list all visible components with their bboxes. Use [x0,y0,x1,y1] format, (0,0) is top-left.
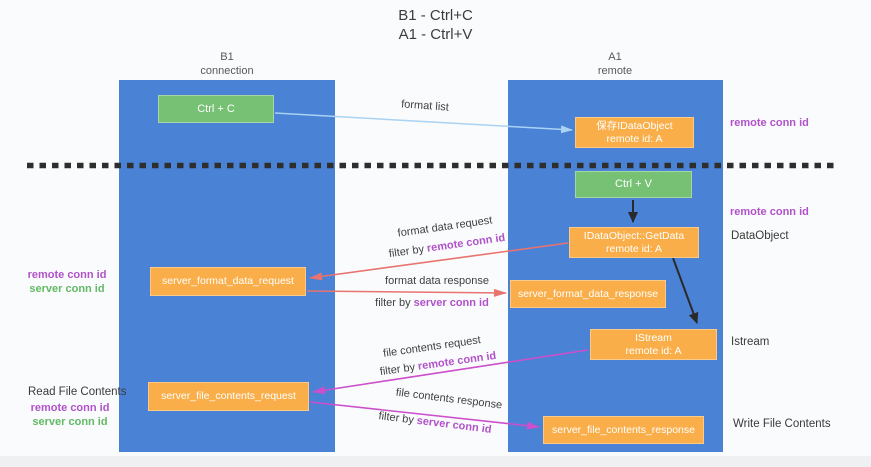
getdata-box: IDataObject::GetData remote id: A [569,227,699,258]
istream-line2: remote id: A [625,344,682,357]
arrow-file-contents-request [312,349,589,395]
column-a1-role: remote [597,65,633,77]
save-idataobject-line2: remote id: A [606,132,663,145]
arrow-file-contents-response [309,401,540,430]
right-label-remote-conn-id-2: remote conn id [730,206,809,218]
ctrl-v-label: Ctrl + V [615,178,652,190]
server-format-data-response-box: server_format_data_response [510,280,666,308]
ctrl-c-label: Ctrl + C [197,102,235,115]
column-b1-name: B1 [220,51,234,63]
left-label-remote-conn-id-2: remote conn id [30,402,110,414]
arrow-format-data-response [306,288,507,297]
left-label-group-format: remote conn id server conn id [28,268,107,296]
left-label-group-file: remote conn id server conn id [31,401,110,429]
column-header-b1: B1 connection [147,50,307,78]
annotation-filter-server-1: filter by server conn id [375,297,489,309]
annotation-format-data-response: format data response [385,275,489,287]
right-label-remote-conn-id-1: remote conn id [730,117,809,129]
diagram-title: B1 - Ctrl+C A1 - Ctrl+V [0,6,871,44]
title-line-1: B1 - Ctrl+C [398,7,473,24]
right-label-write-file-contents: Write File Contents [733,418,831,430]
column-header-a1: A1 remote [535,50,695,78]
server-format-data-response-label: server_format_data_response [517,287,659,300]
left-label-server-conn-id-2: server conn id [32,416,108,428]
left-label-remote-conn-id-1: remote conn id [27,269,107,281]
save-idataobject-box: 保存IDataObject remote id: A [575,117,694,148]
istream-box: IStream remote id: A [590,329,717,360]
right-label-dataobject: DataObject [731,230,789,242]
column-a1-name: A1 [608,51,622,63]
left-label-read-file-contents: Read File Contents [28,386,127,398]
istream-line1: IStream [635,331,672,344]
getdata-line1: IDataObject::GetData [583,229,685,242]
server-file-contents-response-label: server_file_contents_response [551,423,695,436]
right-label-istream: Istream [731,336,770,348]
arrow-format-data-request [309,242,569,281]
ctrl-c-box: Ctrl + C [158,95,274,123]
server-file-contents-request-box: server_file_contents_request [148,382,309,411]
server-format-data-request-box: server_format_data_request [150,267,306,296]
arrow-format-list [274,112,573,134]
ctrl-v-box: Ctrl + V [575,171,692,198]
server-file-contents-response-box: server_file_contents_response [543,416,704,444]
bottom-strip [0,456,871,467]
server-format-data-request-label: server_format_data_request [162,275,294,287]
left-label-server-conn-id-1: server conn id [29,283,105,295]
arrow-getdata-to-istream [672,257,699,324]
getdata-line2: remote id: A [605,242,663,255]
column-b1-role: connection [200,65,254,77]
save-idataobject-line1: 保存IDataObject [596,119,673,132]
title-line-2: A1 - Ctrl+V [398,26,473,43]
server-file-contents-request-label: server_file_contents_request [161,390,296,402]
